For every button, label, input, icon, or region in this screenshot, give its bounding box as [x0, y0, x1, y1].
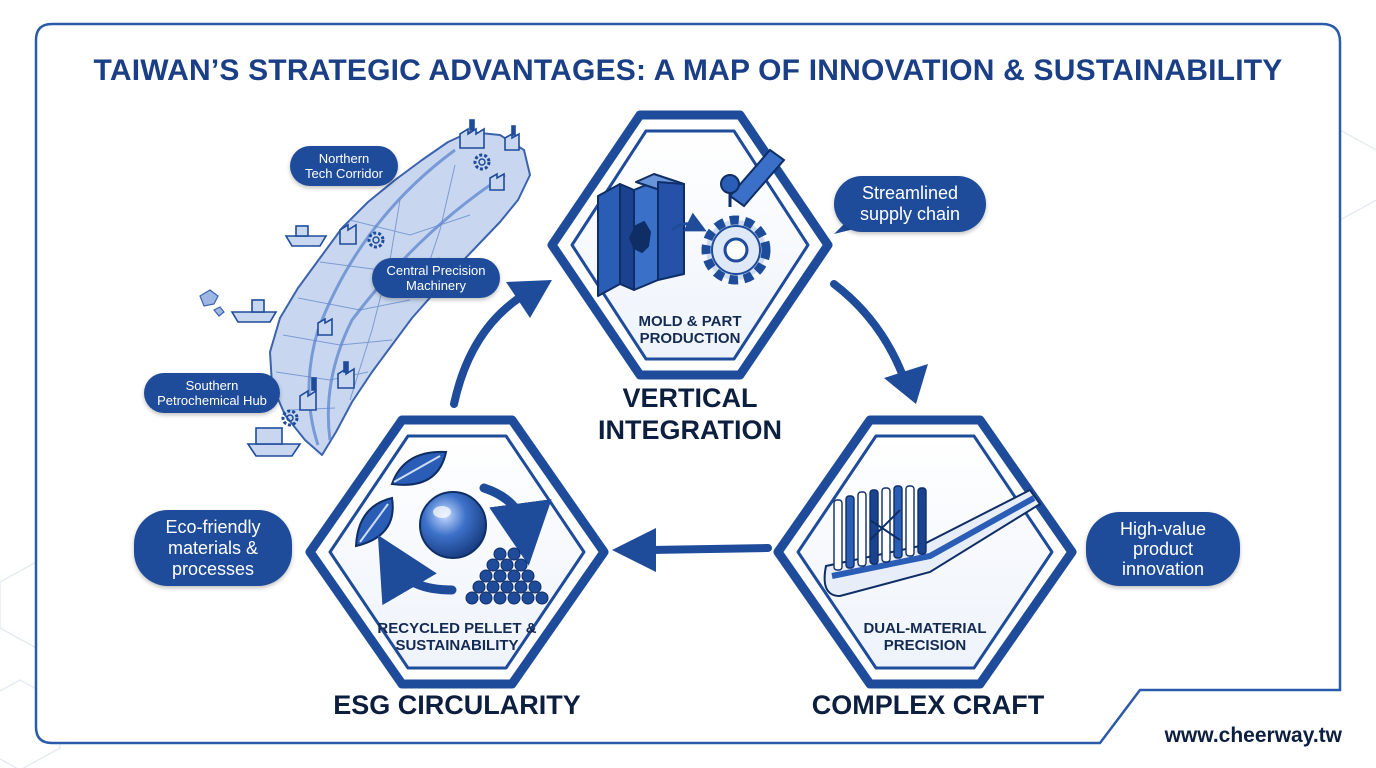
callout-line: innovation — [1121, 559, 1205, 579]
label-line: VERTICAL — [622, 383, 758, 413]
label-esg-circularity: ESG CIRCULARITY — [333, 690, 581, 720]
caption-line: RECYCLED PELLET & — [377, 620, 537, 637]
label-vertical-integration: VERTICAL INTEGRATION — [560, 382, 820, 446]
hexagon-vertical-integration — [547, 110, 833, 380]
gear-icon — [367, 231, 385, 249]
caption-line: MOLD & PART — [638, 313, 742, 330]
gear-icon — [473, 153, 491, 171]
arrow-complex-to-esg — [646, 544, 772, 554]
hexagon-esg-circularity — [305, 415, 609, 689]
caption-line: DUAL-MATERIAL — [863, 620, 987, 637]
leaf-icon — [354, 450, 448, 548]
robot-arm-icon — [720, 148, 786, 208]
page-title: TAIWAN’S STRATEGIC ADVANTAGES: A MAP OF … — [93, 54, 1283, 87]
ship-icon — [230, 299, 278, 323]
callout-line: product — [1132, 539, 1194, 559]
label-complex-craft: COMPLEX CRAFT — [811, 690, 1045, 720]
caption-dual-material-precision: DUAL-MATERIAL PRECISION — [835, 620, 1015, 654]
factory-icon — [317, 317, 333, 336]
callout-line: Eco-friendly — [165, 516, 261, 537]
caption-line: SUSTAINABILITY — [395, 637, 519, 654]
cycle-arrows — [450, 280, 928, 572]
caption-mold-part-production: MOLD & PART PRODUCTION — [600, 313, 780, 347]
caption-line: PRECISION — [883, 637, 967, 654]
map-label-line: Northern — [318, 151, 370, 166]
pellet-icon — [465, 547, 549, 605]
arrow-icon — [671, 212, 707, 232]
arrow-esg-to-vertical — [450, 292, 526, 408]
callout-line: supply chain — [859, 204, 961, 224]
toothbrush-icon — [823, 485, 1042, 598]
map-label-line: Tech Corridor — [304, 166, 384, 181]
hexagon-complex-craft — [773, 415, 1077, 689]
caption-line: PRODUCTION — [639, 330, 741, 347]
map-label-line: Southern — [185, 378, 239, 393]
gear-icon — [701, 215, 771, 285]
callout-line: Streamlined — [861, 183, 959, 203]
map-label-line: Central Precision — [386, 263, 486, 278]
factory-icon — [489, 172, 505, 191]
factory-icon — [299, 377, 317, 411]
mold-icon — [597, 173, 685, 297]
gear-icon — [281, 409, 299, 427]
footer-url: www.cheerway.tw — [1164, 724, 1342, 747]
factory-icon — [337, 361, 355, 389]
pellet-sphere-icon — [419, 491, 487, 559]
map-label-line: Petrochemical Hub — [157, 393, 267, 408]
map-label-line: Machinery — [406, 278, 466, 293]
callout-line: processes — [171, 558, 255, 579]
ship-icon — [246, 427, 302, 457]
callout-line: materials & — [167, 537, 258, 558]
arrow-vertical-to-complex — [830, 280, 910, 388]
factory-icon — [504, 125, 520, 151]
factory-icon — [339, 223, 357, 245]
label-line: INTEGRATION — [598, 415, 782, 445]
callout-line: High-value — [1119, 519, 1207, 539]
recycle-arrow-icon — [377, 483, 552, 606]
caption-recycled-pellet: RECYCLED PELLET & SUSTAINABILITY — [352, 620, 562, 654]
ship-icon — [284, 225, 328, 247]
factory-icon — [459, 119, 485, 149]
